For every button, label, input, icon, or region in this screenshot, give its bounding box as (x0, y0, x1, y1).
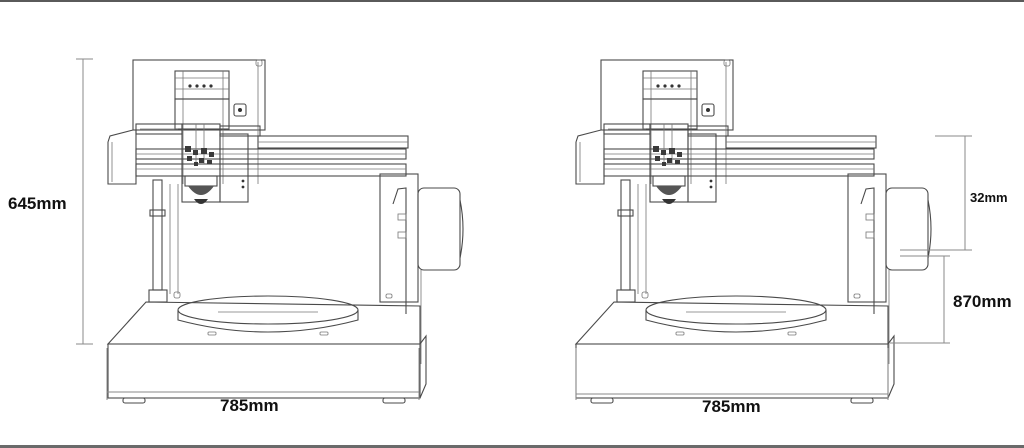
right-machine-drawing (575, 59, 932, 404)
right-upper-dimension-line (900, 135, 972, 251)
left-width-dimension-line (106, 348, 420, 400)
right-base-height-label: 870mm (953, 292, 1012, 311)
left-height-label: 645mm (8, 194, 67, 213)
right-width-dimension-line (575, 348, 889, 400)
left-height-dimension-line (76, 58, 93, 345)
top-border (0, 0, 1024, 2)
right-upper-height-label: 32mm (970, 190, 1008, 205)
bottom-border (0, 445, 1024, 448)
right-base-dimension-line (890, 255, 950, 344)
left-machine-drawing (107, 59, 464, 404)
right-width-label: 785mm (702, 397, 761, 416)
left-width-label: 785mm (220, 396, 279, 415)
